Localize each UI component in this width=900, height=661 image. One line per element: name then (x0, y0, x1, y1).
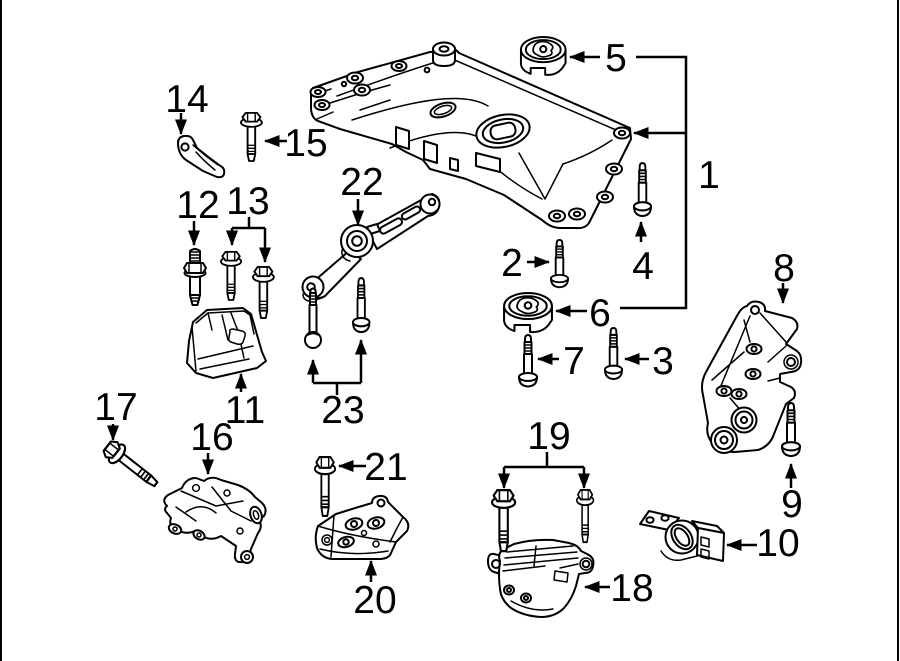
callout-2-label[interactable]: 2 (501, 242, 523, 285)
part-9-stud-bolt-drawing (780, 401, 802, 458)
part-11-engine-mount-drawing (186, 307, 267, 379)
part-15-flange-bolt-drawing (239, 111, 263, 162)
callout-16-label[interactable]: 16 (190, 416, 233, 459)
callout-21-label[interactable]: 21 (364, 446, 407, 489)
part-19a-flange-bolt-drawing (490, 488, 517, 553)
part-2-stud-bolt-drawing (550, 238, 569, 289)
part-10-bushing-bracket-drawing (639, 510, 725, 562)
callout-14-label[interactable]: 14 (165, 78, 208, 121)
callout-23-label[interactable]: 23 (321, 389, 364, 432)
callout-8-label[interactable]: 8 (773, 247, 795, 290)
callout-3-label[interactable]: 3 (652, 340, 674, 383)
callout-13-bracket (232, 217, 265, 230)
callout-17-label[interactable]: 17 (94, 386, 137, 429)
part-3-stud-bolt-drawing (603, 326, 624, 380)
callout-1-label[interactable]: 1 (698, 154, 720, 197)
part-8-mount-bracket-drawing (701, 300, 803, 454)
part-19b-flange-bolt-drawing (575, 489, 595, 544)
callout-6-label[interactable]: 6 (589, 292, 611, 335)
part-20-spacer-block-drawing (314, 494, 410, 560)
callout-13-label[interactable]: 13 (226, 180, 269, 223)
callout-10-label[interactable]: 10 (756, 522, 799, 565)
callout-23-bracket (313, 381, 361, 395)
callout-19-label[interactable]: 19 (527, 415, 570, 458)
callout-18-label[interactable]: 18 (610, 567, 653, 610)
part-1-subframe-drawing (309, 41, 632, 230)
callout-7-label[interactable]: 7 (563, 340, 585, 383)
part-4-stud-bolt-drawing (632, 161, 653, 218)
callout-1-bracket (620, 55, 688, 310)
callout-15-label[interactable]: 15 (284, 122, 327, 165)
callout-20-label[interactable]: 20 (353, 579, 396, 622)
callout-leaders (107, 51, 797, 593)
callout-labels: 1 2 3 4 5 6 7 8 9 10 11 12 13 14 15 16 1… (94, 37, 803, 622)
callout-12-label[interactable]: 12 (176, 184, 219, 227)
part-6-bushing-mount-drawing (503, 291, 553, 334)
part-23a-stud-drawing (304, 287, 322, 349)
callout-4-label[interactable]: 4 (632, 245, 654, 288)
callout-9-label[interactable]: 9 (781, 483, 803, 526)
part-12-stud-drawing (183, 248, 207, 306)
part-16-support-bracket-drawing (163, 476, 267, 564)
callout-11-label[interactable]: 11 (225, 389, 266, 432)
part-5-bushing-mount-drawing (519, 36, 567, 76)
callout-22-label[interactable]: 22 (340, 161, 383, 204)
callout-19-bracket (504, 452, 584, 469)
part-22-pendulum-mount-drawing (301, 193, 441, 302)
part-13b-flange-bolt-drawing (251, 265, 275, 320)
part-14-bracket-drawing (177, 134, 226, 179)
callout-5-label[interactable]: 5 (605, 37, 627, 80)
part-21-flange-bolt-drawing (313, 456, 337, 517)
part-18-transmission-mount-drawing (487, 538, 595, 618)
part-17-long-bolt-drawing (99, 436, 164, 494)
part-7-stud-bolt-drawing (518, 334, 538, 388)
part-23b-stud-bolt-drawing (351, 276, 371, 334)
part-13a-flange-bolt-drawing (219, 250, 243, 301)
